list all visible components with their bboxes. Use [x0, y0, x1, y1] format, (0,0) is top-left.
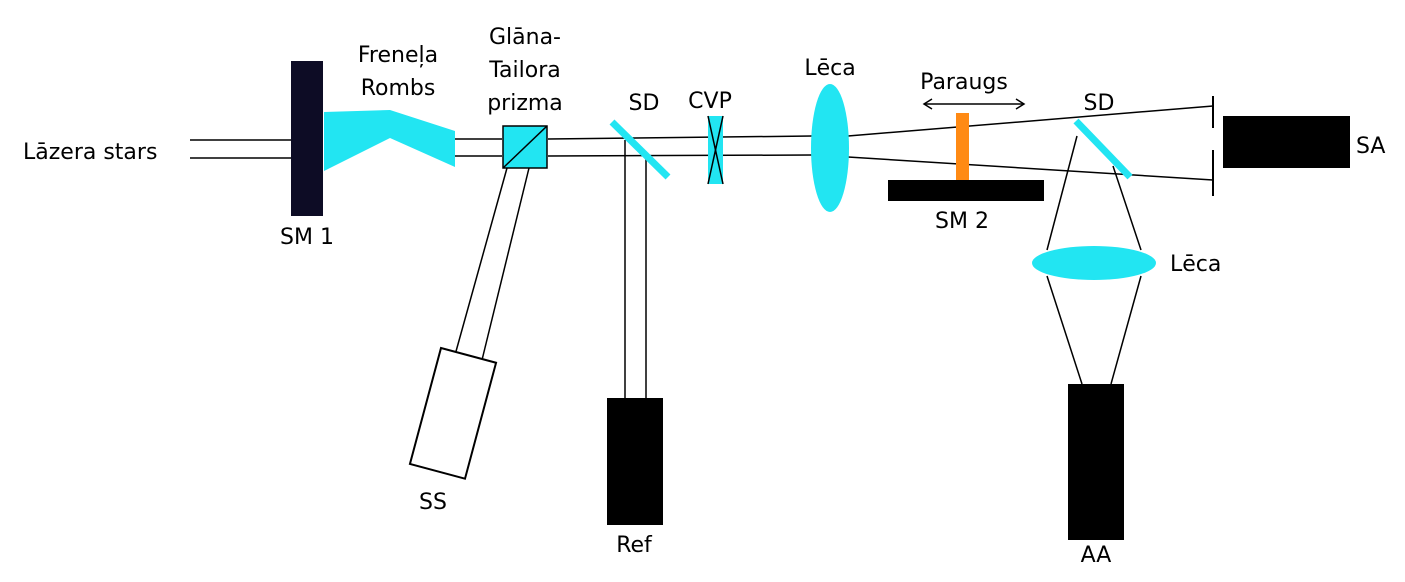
label-glan-1: Glāna- — [489, 25, 561, 50]
aa-detector — [1068, 384, 1124, 540]
label-ref: Ref — [616, 533, 653, 558]
label-ss: SS — [419, 490, 447, 515]
glan-taylor-prism — [502, 125, 548, 169]
label-sd2: SD — [1084, 91, 1115, 116]
sa-detector — [1223, 116, 1350, 168]
cvp-plate — [707, 115, 724, 185]
sd2-splitter — [1073, 118, 1133, 180]
label-lens1: Lēca — [804, 56, 855, 81]
label-sa: SA — [1356, 134, 1385, 159]
sd1-splitter — [609, 119, 671, 180]
ss-detector — [408, 346, 498, 480]
sm1-chopper — [291, 61, 323, 216]
label-glan-3: prizma — [487, 91, 563, 116]
label-fresnel-rhomb-1: Freneļa — [358, 43, 438, 68]
label-sd1: SD — [629, 91, 660, 116]
beam-paths — [190, 105, 1214, 400]
focused-beam-lower — [847, 156, 1214, 181]
beam-to-aa-c — [1046, 275, 1083, 385]
sample — [956, 113, 969, 180]
label-sample: Paraugs — [920, 70, 1008, 95]
label-aa: AA — [1081, 543, 1112, 568]
beam-to-aa-a — [1046, 135, 1078, 251]
beam-prism-to-lens-upper — [547, 135, 813, 140]
label-cvp: CVP — [688, 89, 732, 114]
fresnel-rhomb — [324, 110, 455, 171]
beam-to-aa-b — [1112, 165, 1142, 251]
sm2-stage — [888, 180, 1044, 201]
label-laser-beam: Lāzera stars — [23, 140, 157, 165]
focused-beam-upper — [847, 105, 1214, 137]
translation-arrow — [922, 98, 1026, 110]
lens2 — [1032, 246, 1156, 280]
beam-to-ss-a — [454, 167, 508, 356]
label-fresnel-rhomb-2: Rombs — [361, 76, 436, 101]
label-glan-2: Tailora — [488, 58, 561, 83]
beam-prism-to-lens-lower — [547, 154, 813, 157]
beam-to-aa-d — [1110, 275, 1142, 385]
label-lens2: Lēca — [1170, 252, 1221, 277]
ref-detector — [607, 398, 663, 525]
lens1 — [811, 84, 849, 212]
beam-to-ss-b — [481, 167, 530, 361]
label-sm2: SM 2 — [935, 209, 989, 234]
label-sm1: SM 1 — [280, 225, 334, 250]
labels: Lāzera stars SM 1 Freneļa Rombs Glāna- T… — [23, 25, 1385, 568]
